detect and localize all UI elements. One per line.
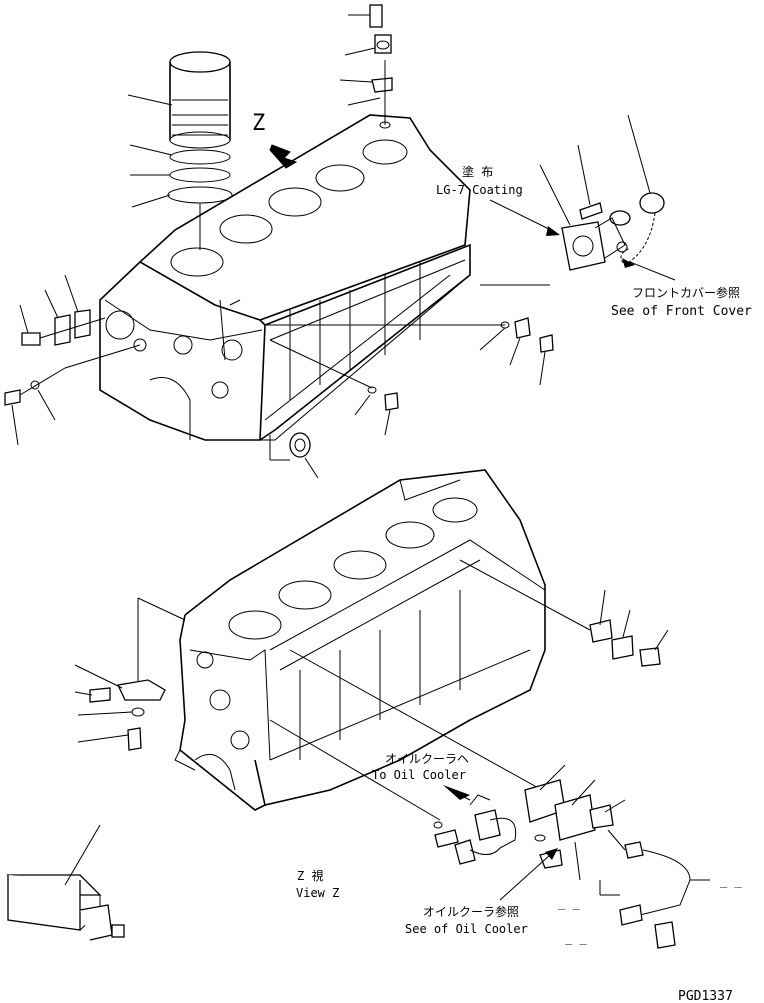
view-marker-z: Z [252,111,265,136]
coating-arrow [489,199,556,233]
see-oil-cooler-label-en: See of Oil Cooler [405,922,528,936]
top-fittings [339,4,393,129]
view-z-sensor [6,824,125,941]
lower-side-parts [74,559,669,751]
cylinder-liner [127,51,233,250]
view-z-label-jp: Z 視 [297,868,323,883]
coating-label-en: LG-7 Coating [436,183,523,197]
to-oil-cooler-label-jp: オイルクーラヘ [385,752,469,766]
upper-plugs [265,284,554,479]
front-cover-label-en: See of Front Cover [611,304,752,319]
cap-and-chain [616,114,676,281]
dash-mark-1: _ _ [720,874,742,888]
to-oil-cooler-label-en: To Oil Cooler [372,768,466,782]
upper-cylinder-block [99,114,471,441]
lower-cylinder-block [174,469,546,811]
coating-label-jp: 塗 布 [462,164,493,179]
drawing-id: PGD1337 [678,989,733,1003]
view-z-label-en: View Z [296,886,339,900]
see-oil-cooler-label-jp: オイルクーラ参照 [423,904,519,919]
oil-cooler-connection [269,649,710,949]
left-front-parts [4,274,141,446]
coated-housing [489,144,631,271]
dash-mark-3: _ _ [565,931,587,945]
view-direction-arrow [269,144,298,169]
dash-mark-2: _ _ [558,896,580,910]
front-cover-label-jp: フロントカバー参照 [632,285,740,300]
